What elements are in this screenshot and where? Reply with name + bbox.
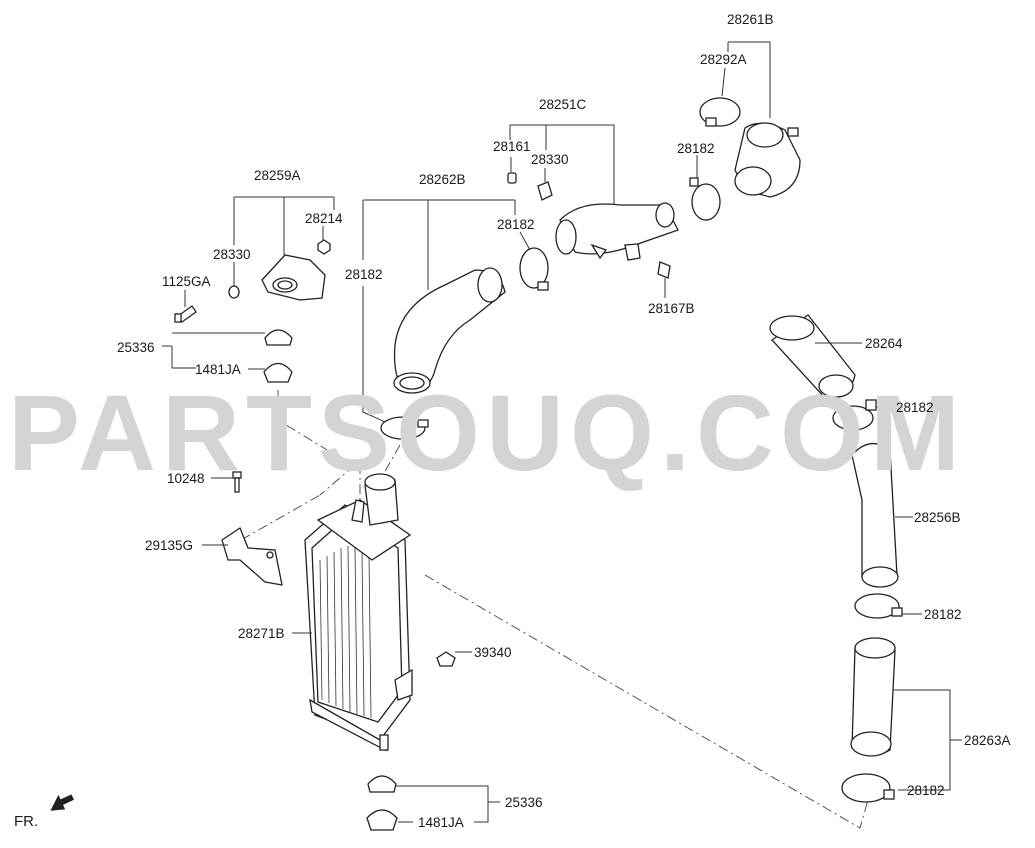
elbow-28261B[interactable]	[734, 122, 801, 198]
label-28330-mid[interactable]: 28330	[213, 247, 251, 262]
nut-28214[interactable]	[317, 239, 331, 255]
insulator-1481JA-top[interactable]	[263, 362, 293, 383]
part-labels: 28261B 28292A 28251C 28161 28330 28182 2…	[14, 12, 1011, 830]
label-28182-f[interactable]: 28182	[907, 783, 945, 798]
label-28182-b[interactable]: 28182	[345, 267, 383, 282]
label-10248[interactable]: 10248	[167, 471, 205, 486]
screw-39340[interactable]	[436, 651, 456, 667]
label-28182-a[interactable]: 28182	[677, 141, 715, 156]
label-1125GA[interactable]: 1125GA	[162, 274, 211, 289]
label-39340[interactable]: 39340	[474, 645, 512, 660]
label-28261B[interactable]: 28261B	[727, 12, 774, 27]
label-28182-c[interactable]: 28182	[497, 217, 535, 232]
clamp-28182-c[interactable]	[519, 247, 549, 291]
hose-28262B[interactable]	[393, 267, 506, 394]
label-28182-d[interactable]: 28182	[896, 400, 934, 415]
label-28182-e[interactable]: 28182	[924, 607, 962, 622]
label-29135G[interactable]: 29135G	[145, 538, 193, 553]
grommet-28330-mid[interactable]	[228, 285, 240, 299]
intercooler-28271B[interactable]	[304, 473, 413, 752]
label-28271B[interactable]: 28271B	[238, 626, 285, 641]
grommet-28330-top[interactable]	[537, 181, 553, 201]
clamp-28182-e[interactable]	[854, 593, 903, 619]
bushing-25336-top[interactable]	[264, 329, 293, 346]
label-28161[interactable]: 28161	[493, 139, 531, 154]
label-28292A[interactable]: 28292A	[700, 52, 747, 67]
label-28256B[interactable]: 28256B	[914, 510, 961, 525]
label-1481JA-top[interactable]: 1481JA	[195, 362, 241, 377]
label-25336-bottom[interactable]: 25336	[505, 795, 543, 810]
label-25336-top[interactable]: 25336	[117, 340, 155, 355]
front-direction-arrow-icon	[50, 794, 74, 811]
clamp-28182-a[interactable]	[689, 177, 721, 221]
label-28251C[interactable]: 28251C	[539, 97, 587, 112]
leader-lines	[162, 41, 962, 823]
clamp-28182-f[interactable]	[841, 773, 895, 803]
bracket-29135G[interactable]	[221, 527, 283, 586]
label-28330-top[interactable]: 28330	[531, 152, 569, 167]
insulator-1481JA-bottom[interactable]	[366, 809, 398, 831]
clamp-28292A[interactable]	[699, 97, 741, 127]
label-1481JA-bottom[interactable]: 1481JA	[418, 815, 464, 830]
label-28214[interactable]: 28214	[305, 211, 343, 226]
label-28264[interactable]: 28264	[865, 336, 903, 351]
bracket-28259A[interactable]	[261, 254, 326, 301]
hose-28263A[interactable]	[850, 637, 896, 757]
label-28259A[interactable]: 28259A	[254, 168, 301, 183]
label-28263A[interactable]: 28263A	[964, 733, 1011, 748]
bolt-28167B[interactable]	[657, 261, 671, 279]
hose-28256B[interactable]	[851, 443, 899, 588]
plug-28161[interactable]	[507, 172, 517, 184]
orientation-label: FR.	[14, 813, 38, 830]
watermark: PARTSOUQ.COM	[8, 372, 966, 493]
hose-28264[interactable]	[769, 314, 856, 399]
pipe-28251C[interactable]	[555, 202, 679, 261]
label-28262B[interactable]: 28262B	[419, 172, 466, 187]
bushing-25336-bottom[interactable]	[367, 775, 397, 793]
label-28167B[interactable]: 28167B	[648, 301, 695, 316]
clamp-28182-d[interactable]	[832, 399, 877, 431]
assembly-lines	[240, 390, 869, 829]
bolt-1125GA[interactable]	[174, 305, 197, 323]
bolt-10248[interactable]	[232, 471, 242, 493]
clamp-28182-b[interactable]	[380, 416, 429, 440]
